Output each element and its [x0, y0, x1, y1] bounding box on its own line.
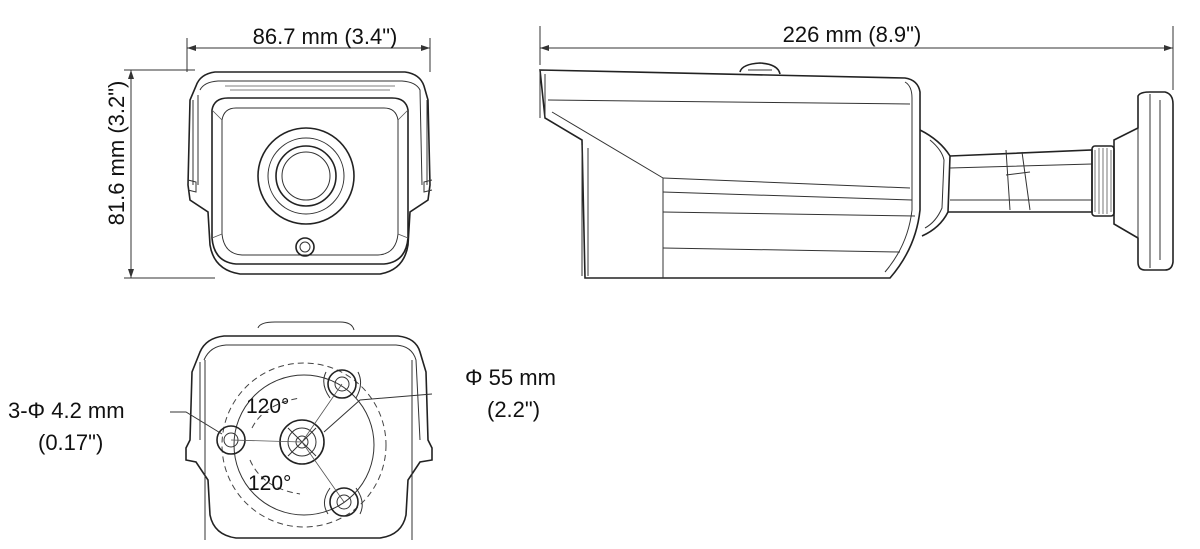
hole-diameter-label: 3-Φ 4.2 mm: [8, 398, 125, 423]
front-height-label: 81.6 mm (3.2"): [104, 81, 129, 226]
plate-diameter-label: Φ 55 mm: [465, 365, 556, 390]
bottom-view: 120° 120° 3-Φ 4.2 mm (0.17") Φ 55 mm (2.…: [8, 321, 556, 540]
side-length-label: 226 mm (8.9"): [783, 22, 922, 47]
plate-diameter-label-inch: (2.2"): [487, 397, 540, 422]
hole-diameter-label-inch: (0.17"): [38, 430, 103, 455]
angle-label-bottom: 120°: [248, 472, 291, 495]
side-view: 226 mm (8.9"): [539, 22, 1174, 279]
front-view: 86.7 mm (3.4") 81.6 mm (3.2"): [104, 24, 433, 279]
front-width-dimension: 86.7 mm (3.4"): [186, 24, 431, 72]
angle-label-top: 120°: [246, 395, 289, 418]
front-width-label: 86.7 mm (3.4"): [253, 24, 398, 49]
front-height-dimension: 81.6 mm (3.2"): [104, 69, 215, 279]
side-length-dimension: 226 mm (8.9"): [539, 22, 1174, 90]
